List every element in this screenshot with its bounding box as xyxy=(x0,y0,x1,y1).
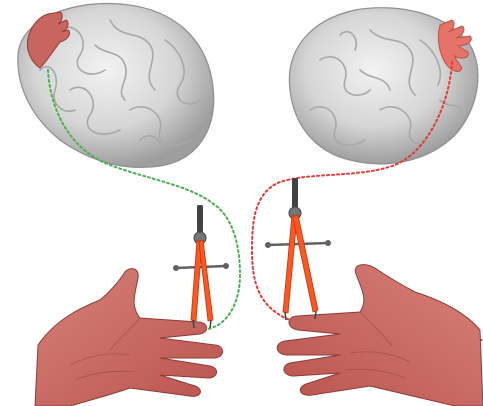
caliper-right xyxy=(265,178,331,320)
caliper-left xyxy=(173,205,229,328)
